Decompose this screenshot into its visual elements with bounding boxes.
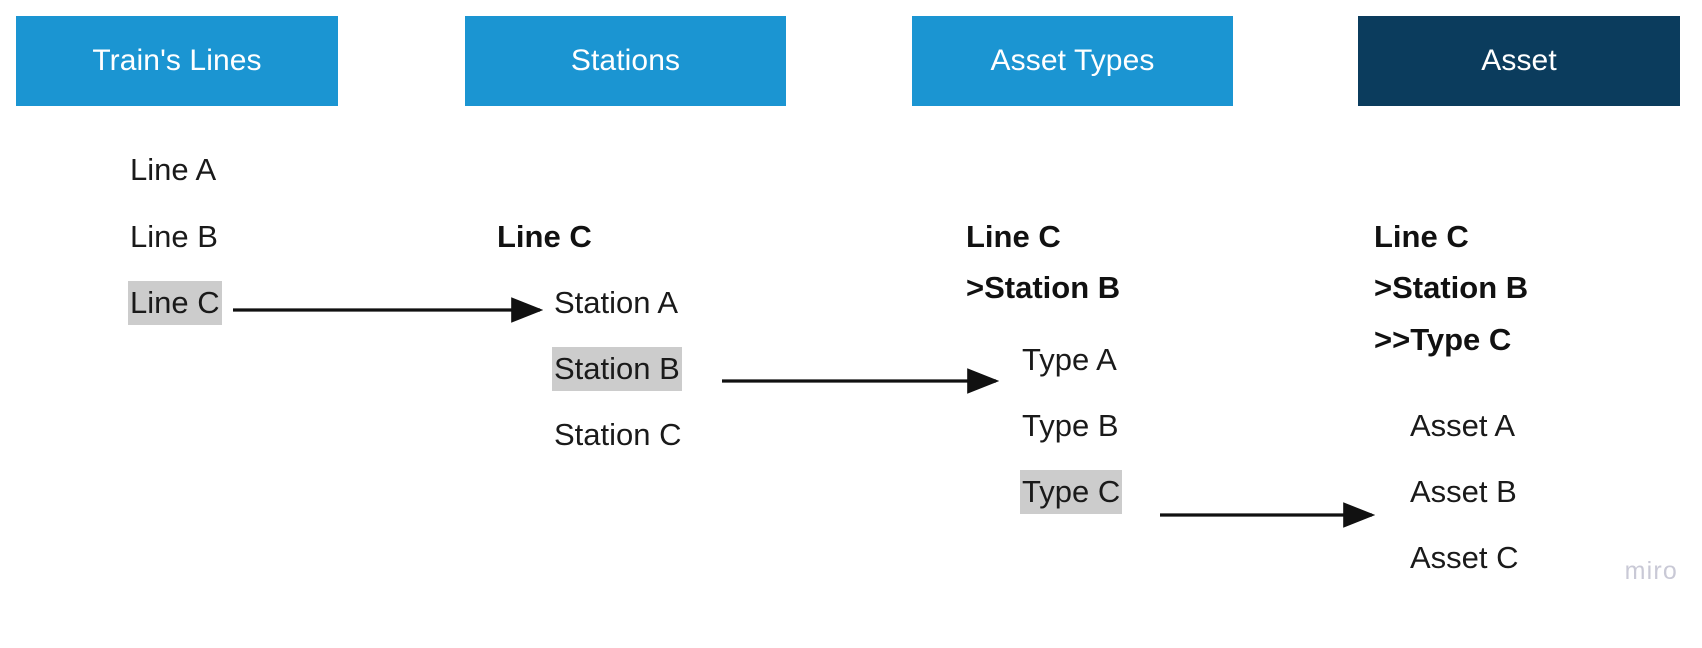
header-chip-stations[interactable]: Stations <box>465 16 786 106</box>
breadcrumb-label: Line C <box>1374 219 1469 254</box>
breadcrumb-stations-level-1: Line C <box>495 215 594 259</box>
list-item-type-c[interactable]: Type C <box>1020 470 1123 514</box>
breadcrumb-asset-types-level-1: Line C <box>964 215 1063 259</box>
list-item-station-b[interactable]: Station B <box>552 347 682 391</box>
list-item-line-a[interactable]: Line A <box>128 148 218 192</box>
list-item-station-a[interactable]: Station A <box>552 281 680 325</box>
breadcrumb-label: >Station B <box>966 270 1121 305</box>
list-item-type-a[interactable]: Type A <box>1020 338 1119 382</box>
header-chip-asset[interactable]: Asset <box>1358 16 1680 106</box>
breadcrumb-asset-level-1: Line C <box>1372 215 1471 259</box>
list-item-station-c[interactable]: Station C <box>552 413 684 457</box>
header-chip-label: Asset <box>1481 44 1557 77</box>
list-item-label-selected: Station B <box>552 347 682 391</box>
list-item-type-b[interactable]: Type B <box>1020 404 1121 448</box>
list-item-label: Line B <box>130 219 218 254</box>
list-item-line-c[interactable]: Line C <box>128 281 222 325</box>
list-item-label: Type A <box>1022 342 1117 377</box>
list-item-label: Asset C <box>1410 540 1519 575</box>
list-item-label: Station A <box>554 285 679 320</box>
list-item-asset-b[interactable]: Asset B <box>1408 470 1519 514</box>
list-item-label: Asset A <box>1410 408 1516 443</box>
header-chip-label: Asset Types <box>990 44 1155 77</box>
list-item-label: Type B <box>1022 408 1119 443</box>
header-chip-asset-types[interactable]: Asset Types <box>912 16 1233 106</box>
breadcrumb-asset-level-3: >>Type C <box>1372 318 1513 362</box>
list-item-label: Line A <box>130 152 217 187</box>
breadcrumb-label: >>Type C <box>1374 322 1512 357</box>
header-chip-trains-lines[interactable]: Train's Lines <box>16 16 338 106</box>
breadcrumb-asset-level-2: >Station B <box>1372 266 1530 310</box>
miro-watermark: miro <box>1624 557 1678 585</box>
list-item-label-selected: Type C <box>1020 470 1123 514</box>
header-chip-label: Stations <box>570 44 681 77</box>
list-item-label: Asset B <box>1410 474 1517 509</box>
list-item-asset-a[interactable]: Asset A <box>1408 404 1517 448</box>
breadcrumb-label: >Station B <box>1374 270 1529 305</box>
list-item-line-b[interactable]: Line B <box>128 215 220 259</box>
header-chip-label: Train's Lines <box>92 44 262 77</box>
list-item-label: Station C <box>554 417 682 452</box>
list-item-label-selected: Line C <box>128 281 222 325</box>
breadcrumb-asset-types-level-2: >Station B <box>964 266 1122 310</box>
breadcrumb-label: Line C <box>966 219 1061 254</box>
list-item-asset-c[interactable]: Asset C <box>1408 536 1521 580</box>
breadcrumb-label: Line C <box>497 219 592 254</box>
